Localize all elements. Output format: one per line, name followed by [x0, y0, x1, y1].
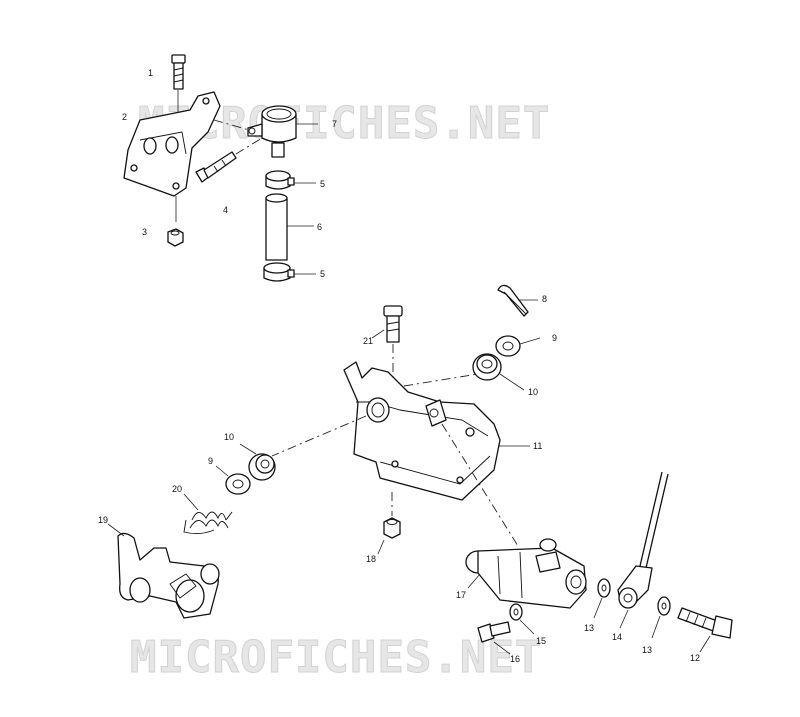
- part-2-bracket: [123, 91, 221, 222]
- part-11-bracket: [343, 361, 530, 501]
- callout-3: 3: [142, 227, 147, 237]
- part-13-washer-b: [651, 596, 671, 639]
- callout-2: 2: [122, 112, 127, 122]
- callout-15: 15: [536, 636, 546, 646]
- part-5-clamp-upper: [265, 170, 316, 190]
- part-15-washer: [509, 603, 535, 635]
- callout-14: 14: [612, 632, 622, 642]
- part-9-washer-upper: [495, 335, 541, 357]
- callout-7: 7: [332, 119, 337, 129]
- part-14-rod: [617, 471, 669, 629]
- callout-10-upper: 10: [528, 387, 538, 397]
- callout-11: 11: [533, 441, 542, 451]
- callout-20: 20: [172, 484, 182, 494]
- callout-18: 18: [366, 554, 376, 564]
- callout-5-upper: 5: [320, 179, 325, 189]
- part-7-reservoir: [247, 105, 318, 158]
- callout-21: 21: [363, 336, 373, 346]
- callout-1: 1: [148, 68, 153, 78]
- part-10-bushing-lower: [239, 443, 276, 481]
- callout-8: 8: [542, 294, 547, 304]
- callout-19: 19: [98, 515, 108, 525]
- callout-10-lower: 10: [224, 432, 234, 442]
- callout-4: 4: [223, 205, 228, 215]
- part-8-cotter-pin: [497, 284, 538, 317]
- callout-13-b: 13: [642, 645, 652, 655]
- part-6-hose: [265, 193, 314, 261]
- part-18-nut: [377, 492, 401, 555]
- part-20-spring: [183, 493, 233, 535]
- watermark-bottom: MICROFICHES.NET: [130, 632, 542, 683]
- callout-5-lower: 5: [320, 269, 325, 279]
- callout-6: 6: [317, 222, 322, 232]
- part-1-bolt: [171, 54, 186, 112]
- callout-9-upper: 9: [552, 333, 557, 343]
- part-9-washer-lower: [215, 465, 251, 495]
- callout-9-lower: 9: [208, 456, 213, 466]
- part-4-screw: [195, 137, 263, 183]
- callout-12: 12: [690, 653, 700, 663]
- part-3-nut: [167, 228, 184, 247]
- part-19-lever: [107, 523, 220, 619]
- part-13-washer-a: [593, 578, 611, 619]
- callout-13-a: 13: [584, 623, 594, 633]
- part-17-master-cylinder: [465, 538, 587, 609]
- part-16-bolt: [477, 621, 511, 655]
- callout-16: 16: [510, 654, 520, 664]
- part-10-bushing-upper: [472, 353, 525, 391]
- part-12-bolt: [677, 607, 733, 653]
- callout-17: 17: [456, 590, 466, 600]
- part-5-clamp-lower: [263, 262, 316, 282]
